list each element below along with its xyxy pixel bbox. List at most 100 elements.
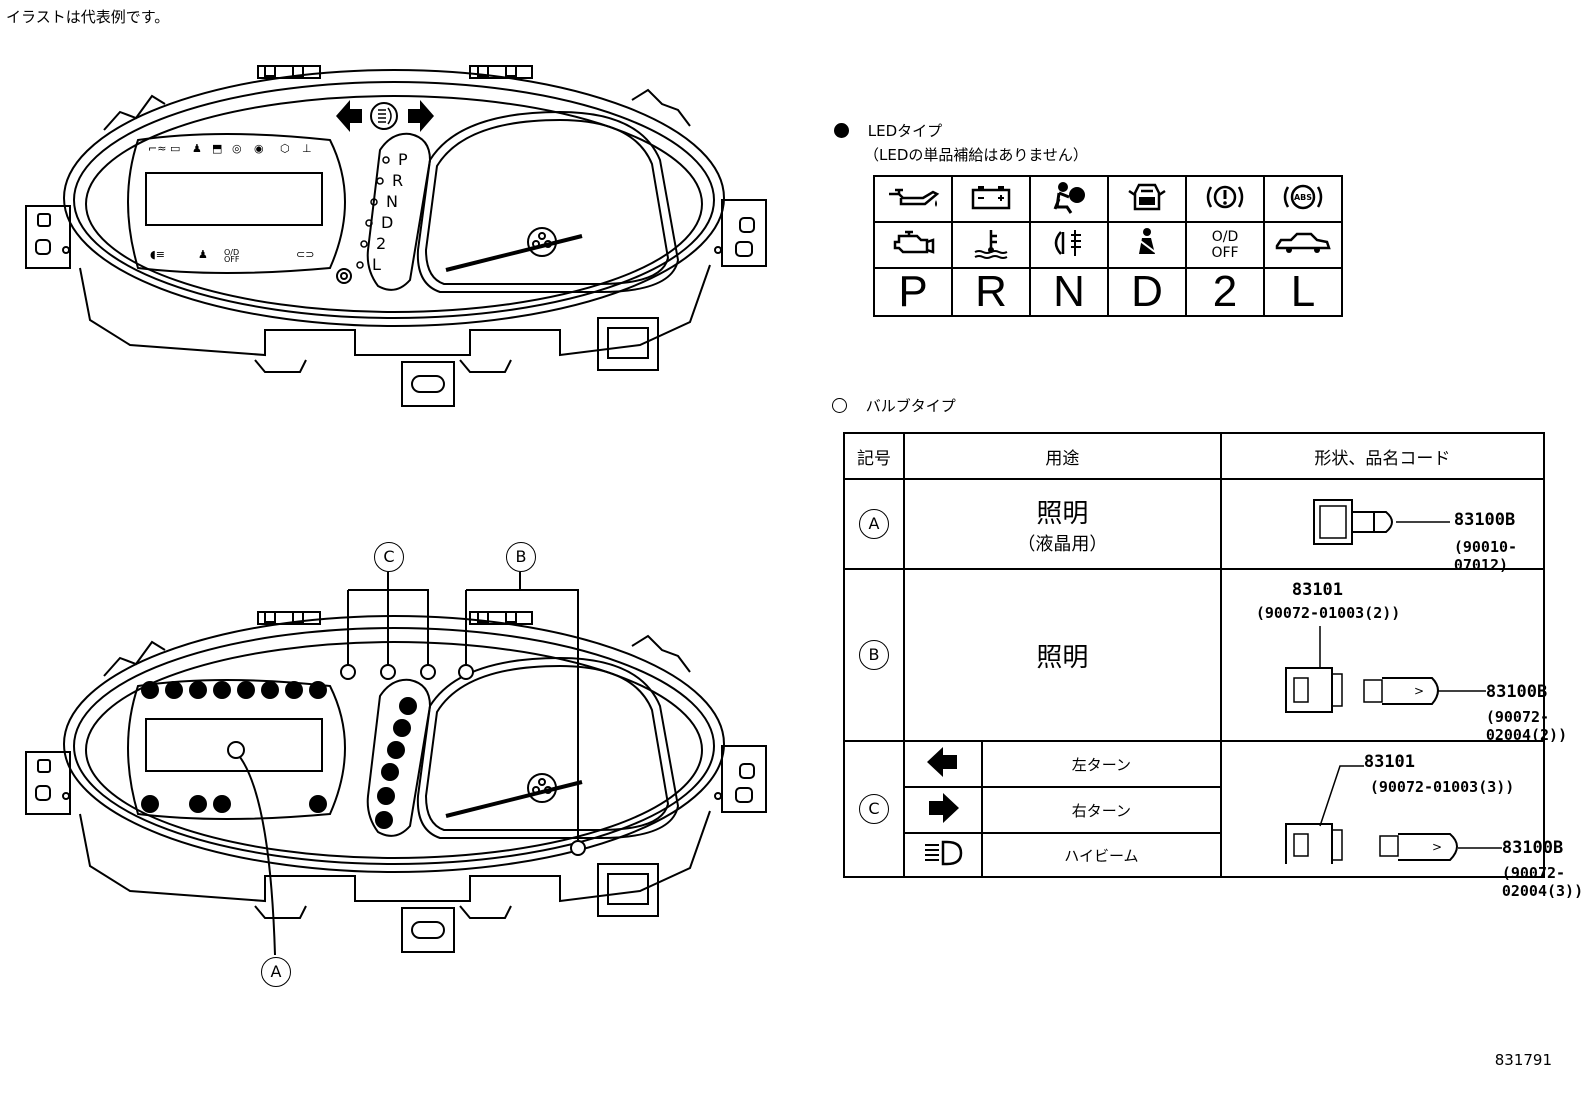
led-dots	[141, 681, 417, 829]
symbol-c: C	[859, 794, 889, 824]
high-beam-table-icon	[925, 840, 963, 866]
gear-cell-2: 2	[1185, 267, 1265, 317]
callout-c: C	[374, 542, 404, 572]
gear-letter-n: N	[386, 192, 398, 211]
svg-text:▭: ▭	[170, 142, 180, 155]
socket-c: 83101	[1363, 752, 1416, 772]
bulb-row-c-3: ハイビーム	[844, 832, 1544, 878]
left-turn-arrow-icon	[336, 100, 362, 132]
gear-cell-l: L	[1263, 267, 1343, 317]
airbag-icon	[1029, 175, 1109, 223]
use-b-cell: 照明	[903, 568, 1222, 742]
bulb-table: 記号 用途 形状、品名コード A 照明 （液晶用） 83100B (90010-…	[843, 432, 1583, 900]
socket-bulb-c-icon: >	[1284, 765, 1502, 864]
open-circle-icon	[832, 398, 847, 413]
callout-a: A	[261, 957, 291, 987]
od-text: O/D	[1211, 229, 1239, 245]
right-turn-icon	[929, 793, 959, 823]
bulb-row-a: A 照明 （液晶用） 83100B (90010-07012)	[843, 478, 1546, 574]
left-turn-icon	[927, 747, 957, 777]
svg-text:>: >	[1432, 840, 1442, 854]
part-c: 83100B	[1501, 838, 1564, 858]
wedge-bulb-a-icon	[1312, 499, 1450, 545]
svg-text:⊥: ⊥	[302, 142, 312, 155]
svg-text:♟: ♟	[198, 248, 208, 261]
gear-dot-p	[382, 156, 390, 164]
part-c-sub: (90072-02004(3))	[1501, 864, 1584, 900]
seatbelt-icon	[1107, 221, 1187, 269]
gear-cell-d: D	[1107, 267, 1187, 317]
high-beam-icon	[370, 102, 398, 130]
callout-b: B	[506, 542, 536, 572]
symbol-a: A	[859, 509, 889, 539]
led-row-1: ABS	[873, 175, 1343, 223]
svg-text:◖≡: ◖≡	[150, 248, 165, 261]
battery-icon	[951, 175, 1031, 223]
bulb-title: バルブタイプ	[865, 397, 956, 415]
right-turn-arrow-icon	[408, 100, 434, 132]
header-use: 用途	[903, 432, 1222, 480]
gear-cell-n: N	[1029, 267, 1109, 317]
part-b-sub: (90072-02004(2))	[1485, 708, 1568, 744]
diagram-code: 831791	[1494, 1051, 1552, 1069]
gear-letter-d: D	[381, 213, 393, 232]
coolant-temp-icon	[951, 221, 1031, 269]
door-open-icon	[1107, 175, 1187, 223]
fog-lamp-icon	[1029, 221, 1109, 269]
gear-dot-l	[356, 261, 364, 269]
shape-b-cell: 83101 (90072-01003(2)) > 83100B (90072-0…	[1219, 568, 1567, 744]
symbol-b-cell: B	[843, 568, 905, 742]
header-symbol: 記号	[843, 432, 905, 480]
socket-c-sub: (90072-01003(3))	[1369, 778, 1515, 796]
svg-text:⊂⊃: ⊂⊃	[296, 248, 314, 261]
use-a-cell: 照明 （液晶用）	[903, 478, 1222, 570]
gear-dot-d	[365, 219, 373, 227]
svg-text:◎: ◎	[232, 142, 242, 155]
socket-bulb-b-icon: >	[1284, 626, 1486, 713]
svg-text:OFF: OFF	[224, 255, 240, 264]
bottom-cluster	[25, 572, 767, 956]
top-cluster	[25, 65, 767, 407]
gear-letter-l: L	[372, 255, 381, 274]
right-turn-icon-cell	[903, 786, 983, 834]
svg-text:⬒: ⬒	[212, 142, 222, 155]
bulb-row-c-2: 右ターン	[844, 786, 1544, 834]
gear-cell-p: P	[873, 267, 953, 317]
symbol-a-cell: A	[843, 478, 905, 570]
high-beam-label: ハイビーム	[981, 832, 1222, 878]
svg-text:>: >	[1414, 684, 1424, 698]
gear-letter-p: P	[398, 150, 408, 169]
check-engine-icon	[873, 221, 953, 269]
symbol-b: B	[859, 640, 889, 670]
use-a: 照明	[1036, 498, 1089, 529]
shape-a-cell: 83100B (90010-07012)	[1219, 478, 1546, 574]
high-beam-icon-cell	[903, 832, 983, 878]
gear-dot-2	[360, 240, 368, 248]
illustration-note: イラストは代表例です。	[6, 8, 170, 26]
top-warning-icons: ⌐≈▭♟ ⬒◎◉ ⬡⊥ ◖≡♟ O/D OFF ⊂⊃	[148, 142, 314, 264]
gear-letter-2: 2	[376, 234, 386, 253]
right-turn-label: 右ターン	[981, 786, 1222, 834]
symbol-c-cell: C	[843, 740, 905, 878]
part-b: 83100B	[1485, 682, 1548, 702]
part-a: 83100B	[1453, 510, 1516, 530]
socket-b: 83101	[1291, 580, 1344, 600]
led-subtitle: （LEDの単品補給はありません）	[864, 146, 1088, 164]
bulb-legend: バルブタイプ	[832, 395, 956, 416]
header-shape: 形状、品名コード	[1219, 432, 1546, 480]
abs-icon: ABS	[1263, 175, 1343, 223]
use-b: 照明	[1036, 642, 1089, 673]
bulb-header-row: 記号 用途 形状、品名コード	[843, 432, 1546, 480]
bulb-row-c-1: C 左ターン 83101 (90072-01003(3)) > 83100B (…	[843, 740, 1583, 900]
oil-pressure-icon	[873, 175, 953, 223]
shape-c-cell: 83101 (90072-01003(3)) > 83100B (90072-0…	[1219, 740, 1583, 900]
gear-dot-r	[376, 177, 384, 185]
led-title: LEDタイプ	[867, 122, 943, 140]
svg-text:⬡: ⬡	[280, 142, 290, 155]
gear-letter-r: R	[392, 171, 403, 190]
